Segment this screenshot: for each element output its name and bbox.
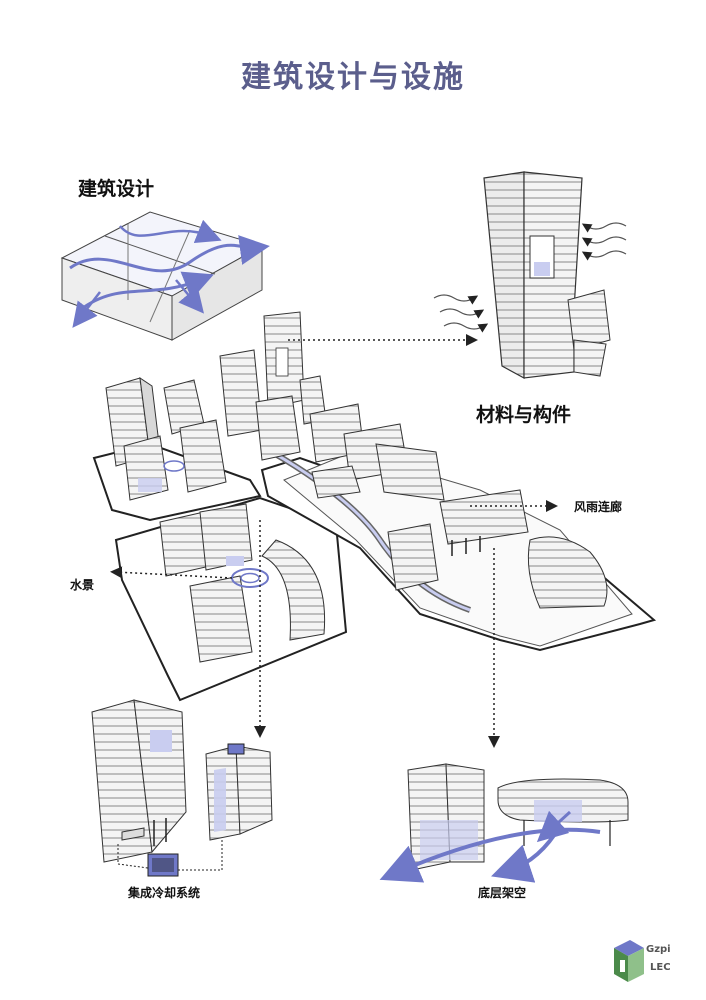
cooling-system-diagram xyxy=(91,699,273,877)
label-materials: 材料与构件 xyxy=(476,404,572,426)
logo-text-top: Gzpi xyxy=(646,944,671,955)
materials-tower-diagram xyxy=(433,171,627,380)
label-cooling: 集成冷却系统 xyxy=(128,886,201,900)
architecture-airflow-diagram xyxy=(60,211,270,341)
stilts-diagram xyxy=(379,763,629,883)
site-plan xyxy=(92,311,657,702)
label-water: 水景 xyxy=(70,578,95,592)
label-architecture: 建筑设计 xyxy=(78,178,155,200)
page-title: 建筑设计与设施 xyxy=(241,60,465,95)
logo-text-bottom: LEC xyxy=(650,962,671,973)
label-corridor: 风雨连廊 xyxy=(574,500,623,514)
logo-mark xyxy=(614,940,644,982)
leader-lines xyxy=(110,334,558,748)
label-stilts: 底层架空 xyxy=(478,886,527,900)
